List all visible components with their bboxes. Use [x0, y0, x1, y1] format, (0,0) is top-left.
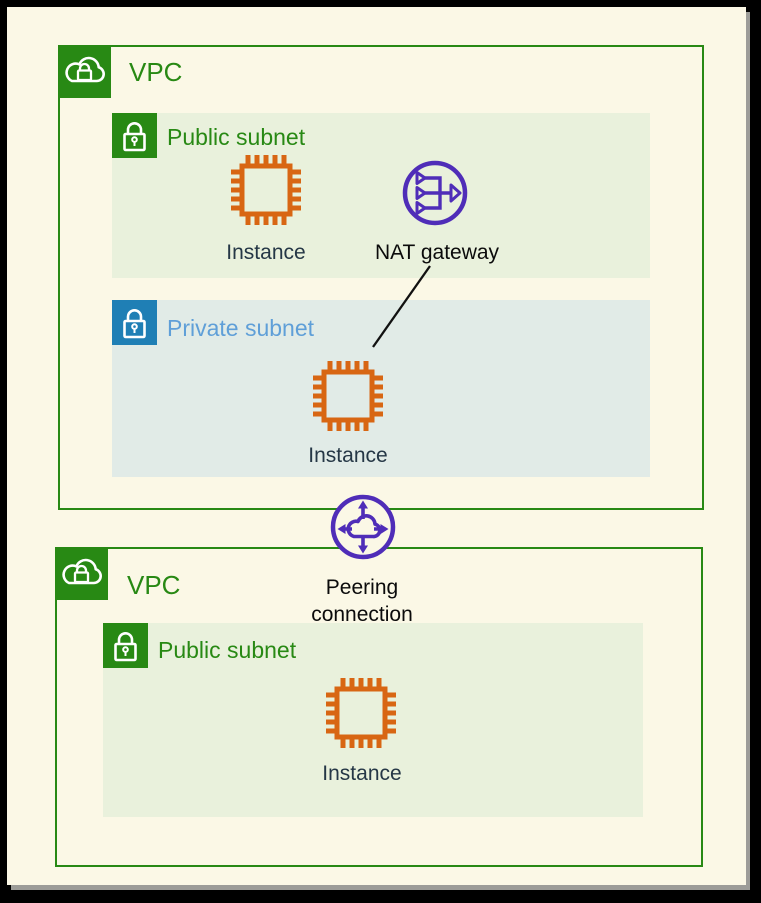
public-subnet-top-label: Public subnet: [167, 124, 306, 150]
instance-label: Instance: [226, 241, 306, 264]
subnet-lock-icon: [103, 623, 148, 668]
ec2-instance-icon: [228, 152, 304, 228]
nat-gateway-label: NAT gateway: [374, 241, 500, 264]
vpc-cloud-lock-icon: [58, 45, 111, 98]
nat-gateway-icon: [399, 157, 471, 229]
subnet-lock-icon: [112, 300, 157, 345]
vpc-cloud-lock-icon: [55, 547, 108, 600]
public-subnet-bottom: [103, 623, 643, 817]
instance-label: Instance: [322, 762, 402, 785]
ec2-instance-icon: [310, 358, 386, 434]
subnet-lock-icon: [112, 113, 157, 158]
peering-connection-label: Peering connection: [311, 576, 413, 626]
ec2-instance-icon: [323, 675, 399, 751]
instance-label: Instance: [308, 444, 388, 467]
vpc-bottom-label: VPC: [127, 570, 181, 600]
peering-connection-icon: [327, 491, 399, 563]
public-subnet-top: [112, 113, 650, 278]
public-subnet-bottom-label: Public subnet: [158, 637, 297, 663]
diagram-canvas: VPC Public subnet Instance: [7, 7, 746, 885]
private-subnet-label: Private subnet: [167, 315, 315, 341]
vpc-top-label: VPC: [129, 57, 183, 87]
